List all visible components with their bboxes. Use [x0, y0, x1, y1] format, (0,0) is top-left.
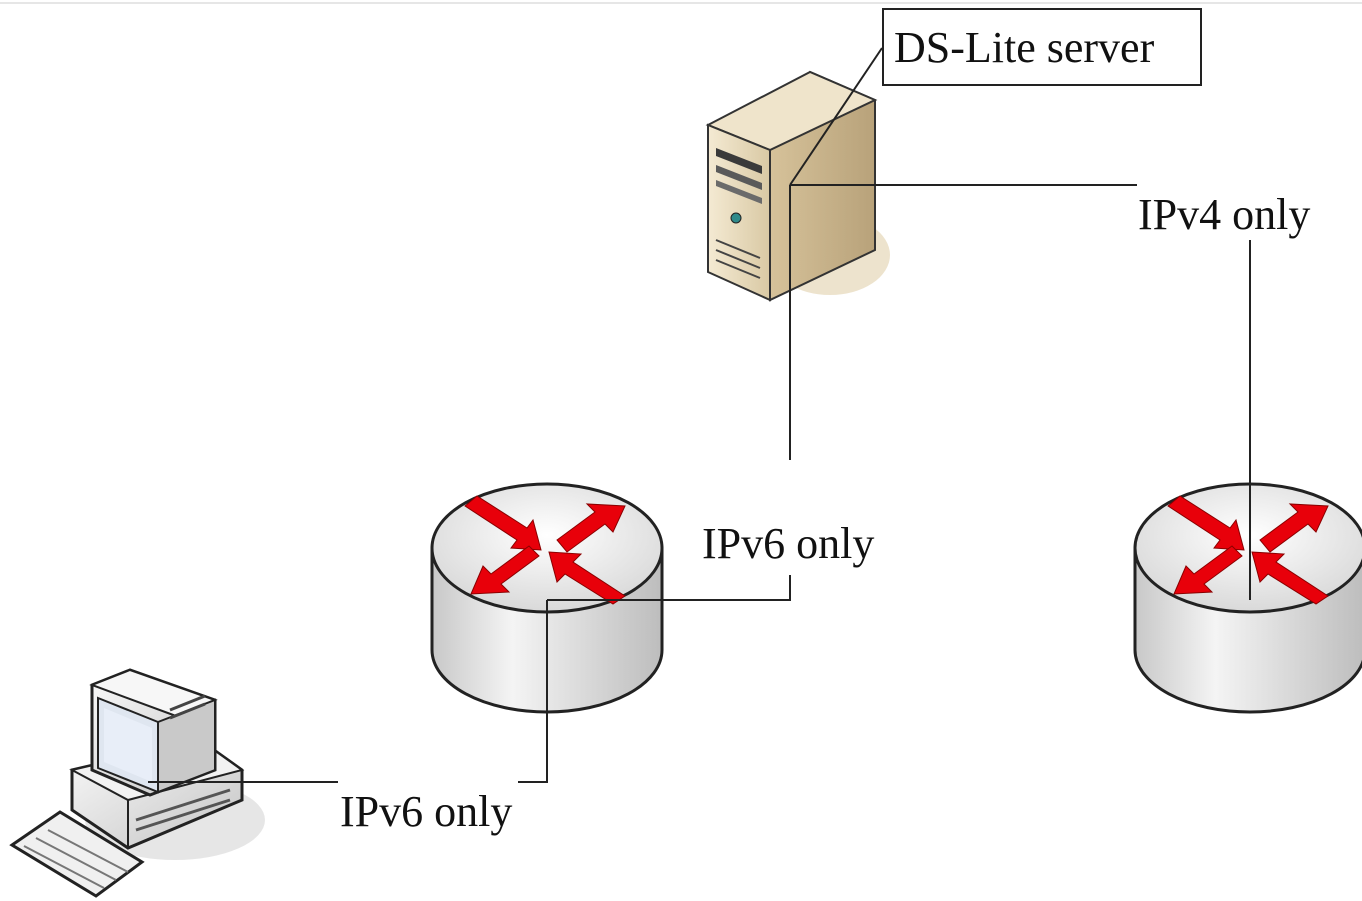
ds-lite-server-label: DS-Lite server: [894, 23, 1155, 72]
ipv4-only-label: IPv4 only: [1138, 190, 1311, 239]
ipv6-only-label-upper: IPv6 only: [702, 519, 875, 568]
desktop-computer-icon: [9, 668, 265, 898]
connection-lines: [148, 47, 1251, 783]
ds-lite-server-label-box: DS-Lite server: [882, 8, 1202, 86]
server-icon: [705, 70, 890, 302]
ipv6-only-label-lower: IPv6 only: [340, 787, 513, 836]
router-icon: [1133, 482, 1362, 714]
